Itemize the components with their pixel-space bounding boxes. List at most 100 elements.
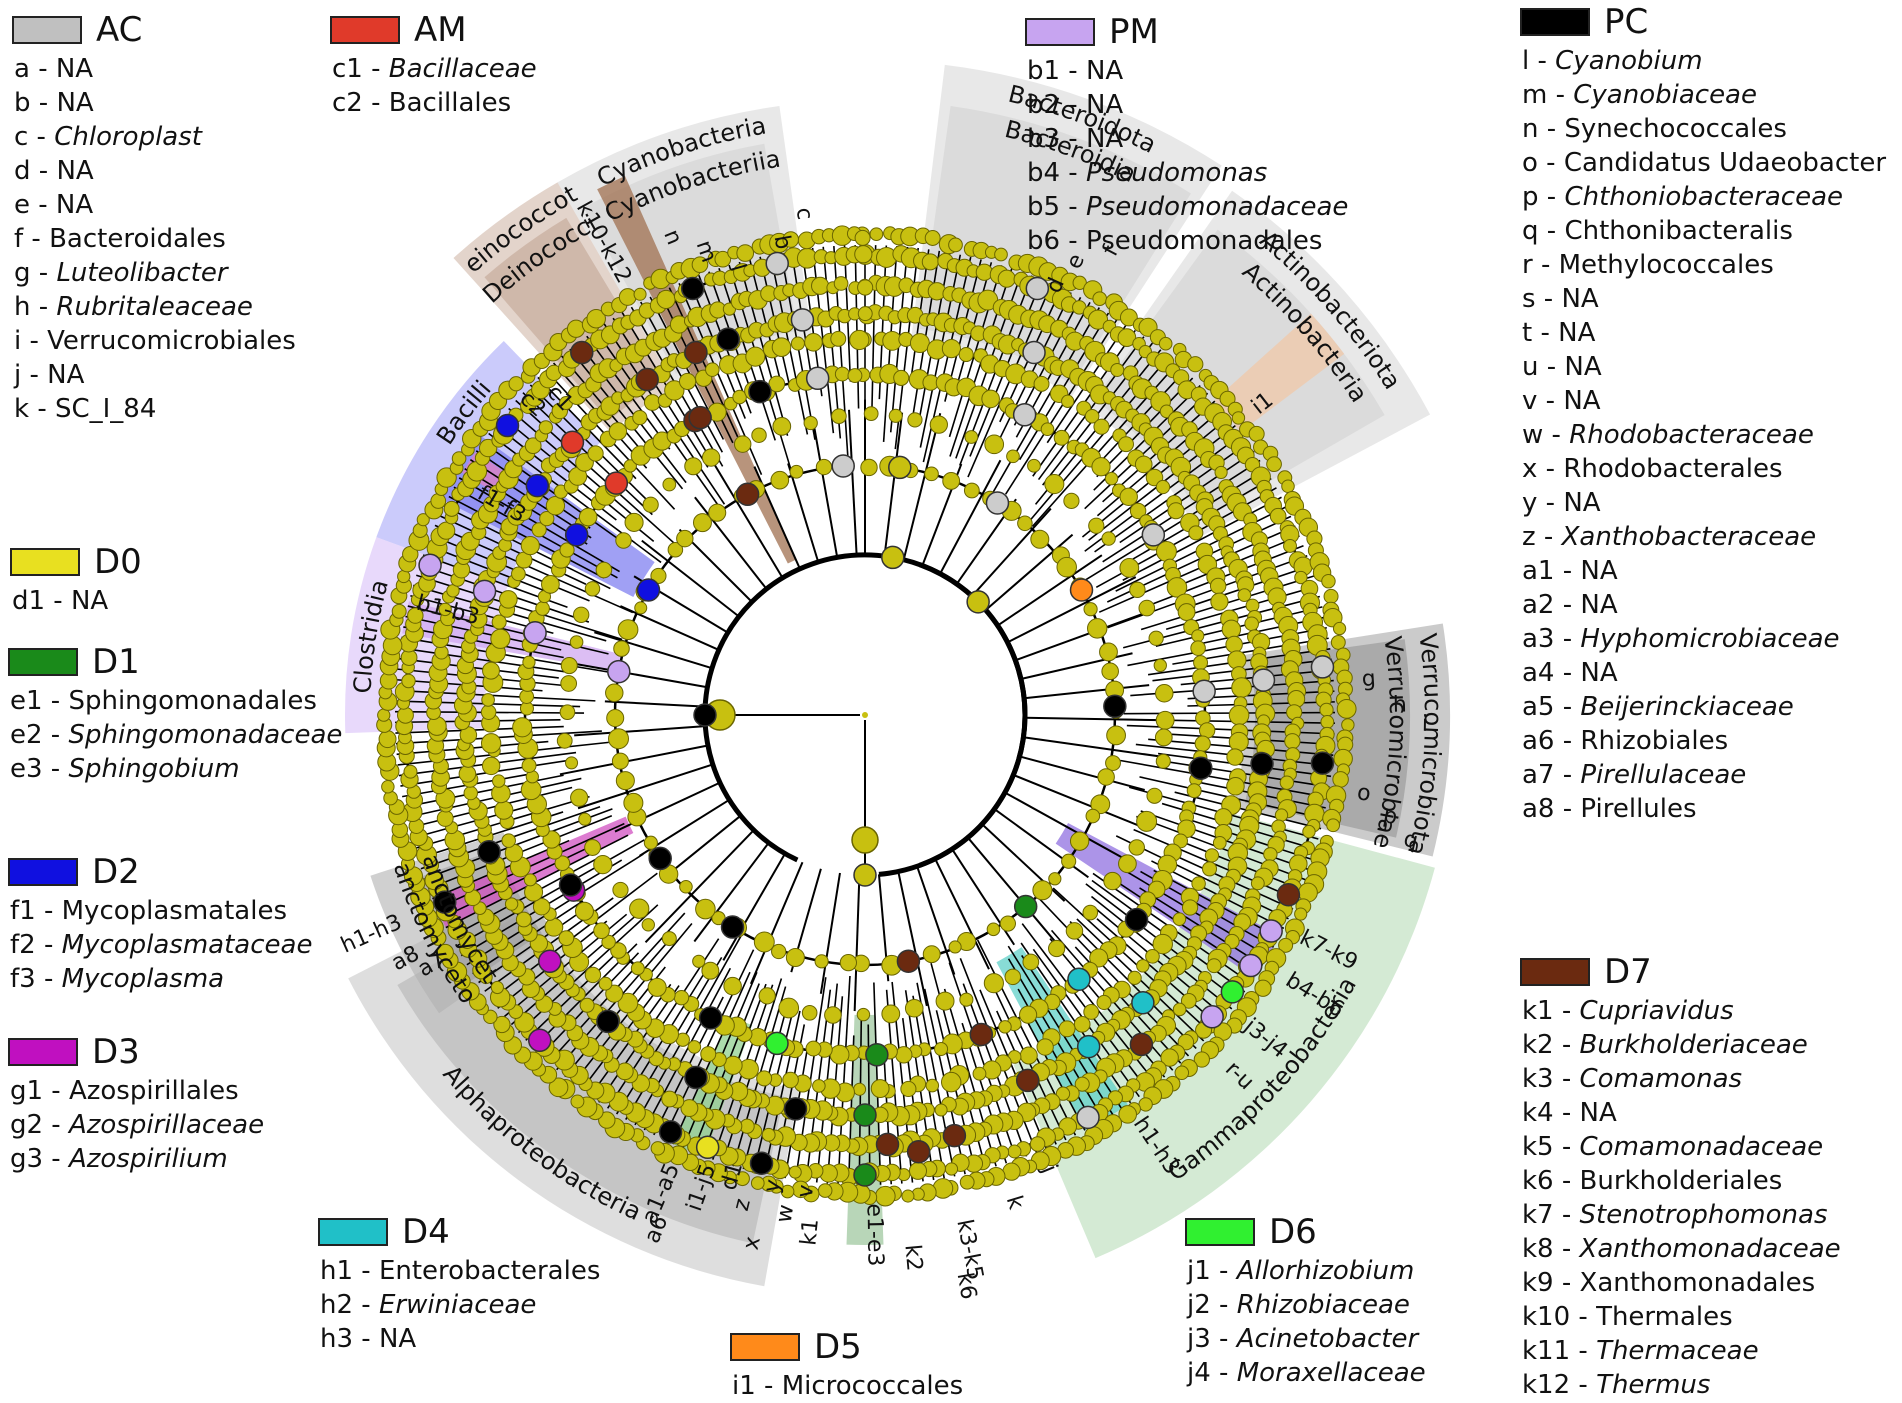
- legend-item-code: o: [1522, 148, 1538, 178]
- branch-line: [763, 1010, 801, 1175]
- legend-item-name: Thermales: [1596, 1302, 1733, 1332]
- node: [1321, 573, 1336, 589]
- node: [481, 693, 495, 707]
- highlight-node: [418, 553, 442, 577]
- node: [785, 947, 805, 968]
- legend-item-code: z: [1522, 522, 1536, 552]
- node: [521, 758, 537, 773]
- legend-item-name: NA: [1580, 658, 1618, 688]
- node: [1128, 839, 1145, 856]
- node: [1033, 375, 1050, 392]
- legend-item-name: NA: [1563, 386, 1601, 416]
- node: [630, 961, 645, 976]
- node: [451, 451, 467, 466]
- node: [1319, 702, 1334, 717]
- legend-item-code: h3: [320, 1324, 354, 1354]
- node: [959, 1174, 975, 1190]
- node: [606, 709, 625, 728]
- node: [616, 1062, 634, 1081]
- node: [940, 1071, 962, 1093]
- legend-swatch: [8, 858, 78, 886]
- node: [1082, 904, 1099, 921]
- node: [667, 541, 684, 558]
- branch-line: [1024, 716, 1173, 722]
- node: [1191, 876, 1206, 891]
- highlight-node: [765, 1031, 789, 1056]
- node: [789, 464, 804, 479]
- node: [1219, 390, 1236, 407]
- node: [1101, 531, 1116, 546]
- node: [574, 901, 594, 921]
- clade-label: i: [1422, 712, 1429, 737]
- node: [1155, 753, 1171, 769]
- legend-header: D7: [1520, 950, 1841, 994]
- legend-item: w - Rhodobacteraceae: [1522, 420, 1814, 450]
- legend-item: e3 - Sphingobium: [10, 754, 240, 784]
- branch-line: [1096, 408, 1223, 517]
- node: [1323, 588, 1339, 604]
- node: [994, 247, 1008, 262]
- highlight-node: [1310, 655, 1335, 679]
- legend-item-code: u: [1522, 352, 1539, 382]
- node: [584, 966, 602, 984]
- node: [643, 835, 658, 850]
- highlight-node: [1131, 990, 1155, 1015]
- legend-item-name: NA: [1580, 556, 1618, 586]
- legend-item-name: Thermaceae: [1596, 1336, 1759, 1366]
- node: [1083, 602, 1098, 617]
- highlight-strip: [1055, 822, 1280, 978]
- branch-line: [811, 417, 839, 558]
- node: [556, 732, 573, 749]
- legend-item-name: Moraxellaceae: [1236, 1358, 1426, 1388]
- node: [999, 915, 1016, 932]
- node: [1019, 1046, 1038, 1065]
- node: [615, 532, 632, 549]
- node: [391, 603, 407, 619]
- legend-header: D4: [318, 1210, 600, 1254]
- node: [481, 756, 501, 776]
- legend-item-name: Beijerinckiaceae: [1580, 692, 1794, 722]
- legend-item: v - NA: [1522, 386, 1601, 416]
- legend-item-name: NA: [1580, 590, 1618, 620]
- node: [617, 992, 639, 1014]
- branch-line: [819, 872, 841, 994]
- legend-item: g1 - Azospirillales: [10, 1076, 239, 1106]
- legend-item-code: j1: [1187, 1256, 1211, 1286]
- highlight-node: [865, 1043, 889, 1067]
- node: [1106, 725, 1126, 746]
- node: [438, 602, 452, 617]
- highlight-node: [564, 523, 589, 547]
- branch-line: [787, 463, 820, 563]
- legend-item: j1 - Allorhizobium: [1187, 1256, 1415, 1286]
- legend-item-name: Allorhizobium: [1236, 1256, 1415, 1286]
- node: [522, 655, 536, 669]
- branch-line: [837, 975, 851, 1185]
- node: [381, 779, 395, 794]
- branch-line: [967, 836, 1059, 946]
- highlight-strip: [402, 601, 623, 672]
- node: [650, 1141, 666, 1156]
- legend-item: a5 - Beijerinckiaceae: [1522, 692, 1794, 722]
- branch-line: [1007, 576, 1137, 644]
- node: [643, 394, 661, 411]
- node: [811, 276, 830, 295]
- legend-item-code: e3: [10, 754, 43, 784]
- node: [539, 510, 555, 527]
- legend-item-code: h: [14, 292, 31, 322]
- node: [678, 372, 697, 391]
- highlight-node: [558, 873, 583, 897]
- legend-item-code: c1: [332, 54, 363, 84]
- legend-item-name: NA: [56, 88, 94, 118]
- highlight-node: [1076, 1105, 1100, 1130]
- node: [1103, 871, 1122, 891]
- legend-item-name: Synechococcales: [1564, 114, 1787, 144]
- node: [1155, 710, 1175, 730]
- legend-item: b1 - NA: [1027, 56, 1124, 86]
- node: [831, 408, 847, 425]
- node: [888, 408, 903, 423]
- node: [1278, 937, 1294, 953]
- legend-item-name: Pseudomonas: [1085, 158, 1268, 188]
- legend-item-code: k8: [1522, 1234, 1554, 1264]
